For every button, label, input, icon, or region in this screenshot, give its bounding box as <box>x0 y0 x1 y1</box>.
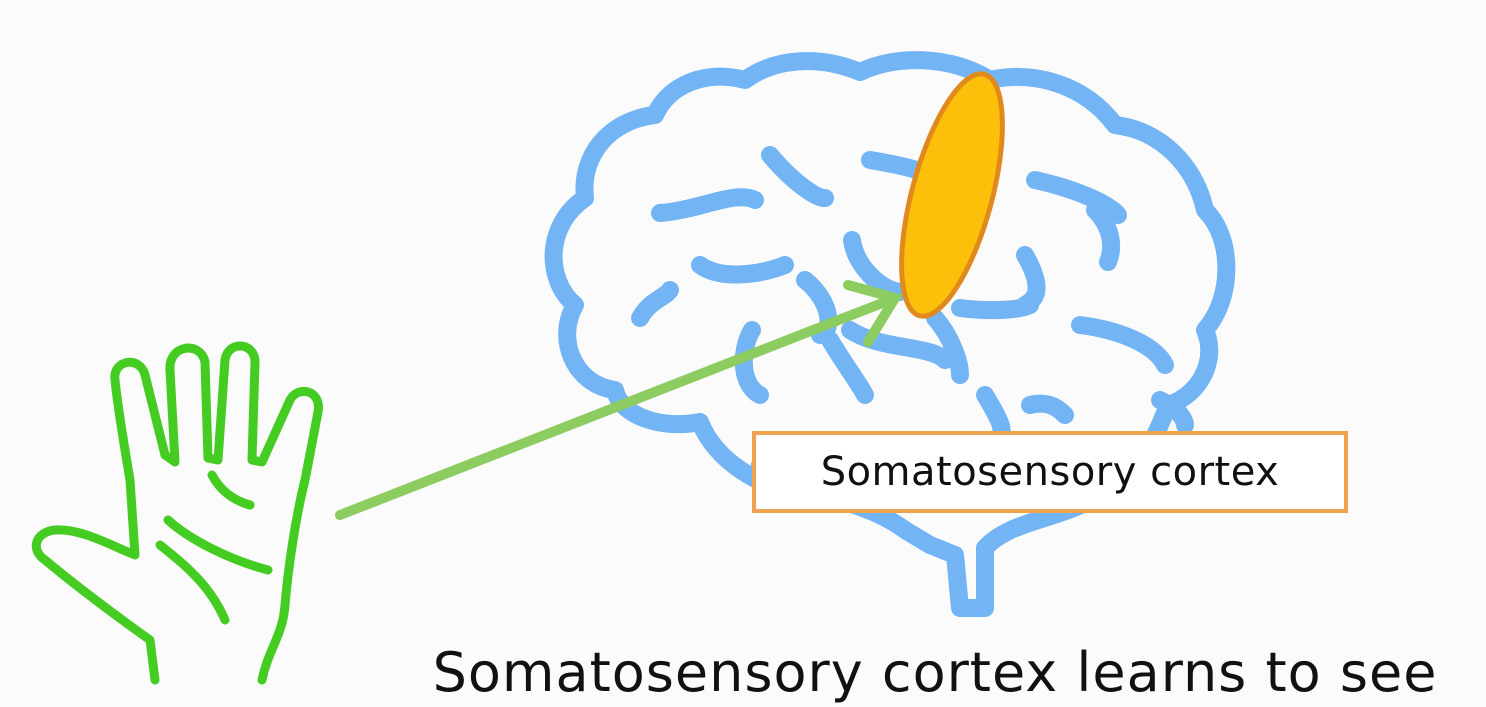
arrow-icon <box>335 280 903 520</box>
arrow-head <box>843 280 903 347</box>
arrow-shaft <box>335 293 900 520</box>
brain-fold <box>1021 394 1074 424</box>
hand-icon <box>31 341 323 685</box>
brain-fold <box>821 331 874 404</box>
brain-fold <box>1026 171 1127 224</box>
brain-outline <box>544 51 1236 617</box>
region-label: Somatosensory cortex <box>752 431 1348 513</box>
brain-fold <box>951 296 1039 320</box>
palm-line <box>207 470 255 510</box>
brain-fold <box>1086 201 1121 271</box>
brain-fold <box>796 271 838 344</box>
brain-fold <box>1071 316 1174 374</box>
brain-fold <box>843 231 909 301</box>
brain-fold <box>631 281 679 327</box>
brain-fold <box>761 146 834 208</box>
brain-fold <box>926 309 969 384</box>
palm-line <box>163 515 273 575</box>
region-label-text: Somatosensory cortex <box>820 449 1280 495</box>
palm-line <box>155 540 230 625</box>
caption: Somatosensory cortex learns to see <box>432 641 1438 704</box>
hand-outline <box>31 341 323 685</box>
cortex-region-icon <box>899 71 1005 319</box>
brain-fold <box>651 188 764 222</box>
brain-icon <box>544 51 1236 617</box>
brain-fold <box>1151 391 1194 434</box>
brain-fold <box>734 321 769 404</box>
brain-fold <box>691 256 794 284</box>
brain-fold <box>841 321 954 369</box>
